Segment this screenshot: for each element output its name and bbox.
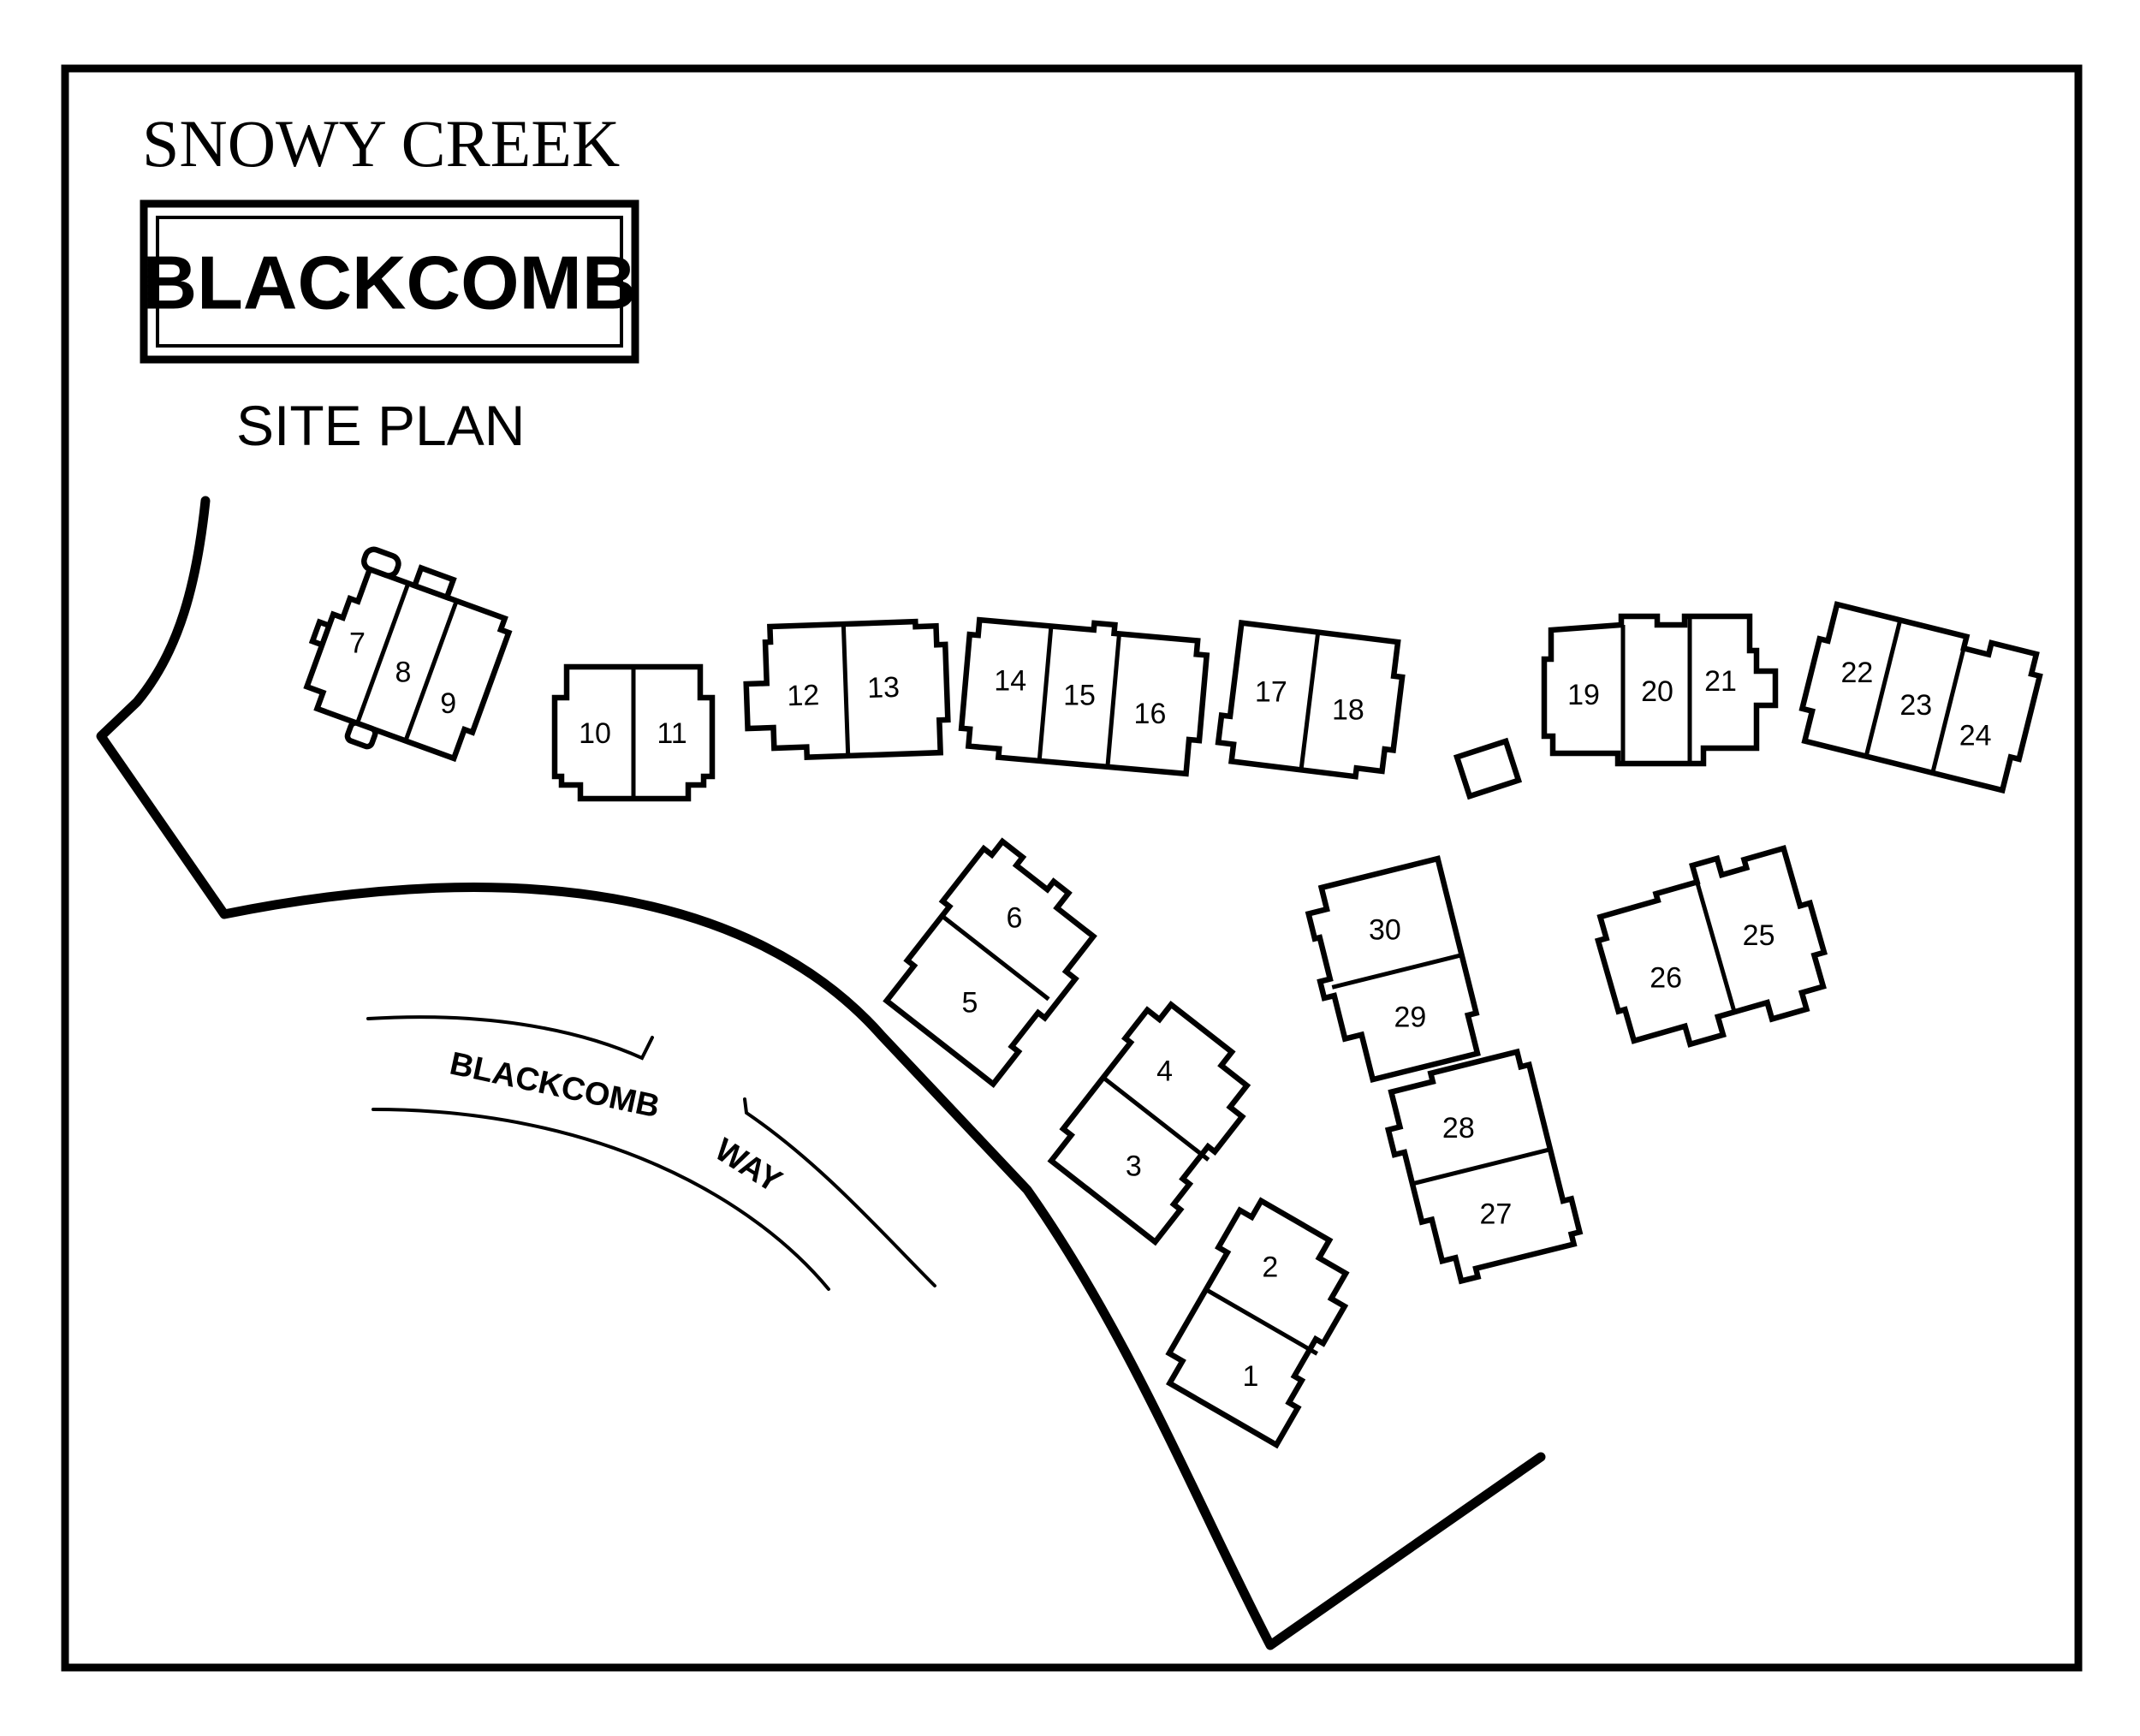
title-site-plan: SITE PLAN bbox=[236, 394, 525, 457]
unit-13: 13 bbox=[866, 671, 900, 705]
unit-5: 5 bbox=[961, 986, 978, 1019]
street-line-bottom bbox=[372, 1108, 830, 1291]
unit-26: 26 bbox=[1650, 962, 1682, 995]
unit-6: 6 bbox=[1006, 901, 1022, 934]
unit-30: 30 bbox=[1369, 913, 1401, 946]
unit-3: 3 bbox=[1126, 1150, 1142, 1183]
building-19-20-21: 19 20 21 bbox=[1541, 613, 1779, 767]
unit-24: 24 bbox=[1959, 720, 1992, 752]
unit-25: 25 bbox=[1743, 919, 1775, 952]
road-edge bbox=[96, 496, 1546, 1650]
unit-17: 17 bbox=[1255, 675, 1287, 708]
small-structure bbox=[1453, 737, 1523, 800]
building-6-5: 6 5 bbox=[883, 837, 1097, 1088]
title-snowy-creek: SNOWY CREEK bbox=[142, 106, 620, 181]
map-border bbox=[61, 64, 2083, 1672]
unit-15: 15 bbox=[1063, 680, 1096, 712]
unit-4: 4 bbox=[1156, 1055, 1173, 1087]
badge-blackcomb: BLACKCOMB bbox=[143, 241, 637, 325]
unit-22: 22 bbox=[1840, 657, 1873, 689]
building-2-1: 2 1 bbox=[1165, 1197, 1350, 1449]
building-4-3: 4 3 bbox=[1047, 1001, 1251, 1246]
unit-29: 29 bbox=[1394, 1001, 1427, 1033]
unit-28: 28 bbox=[1442, 1112, 1475, 1144]
street-line-right bbox=[743, 1097, 936, 1287]
unit-18: 18 bbox=[1332, 694, 1364, 727]
unit-20: 20 bbox=[1641, 675, 1673, 708]
unit-27: 27 bbox=[1480, 1198, 1513, 1230]
unit-21: 21 bbox=[1704, 665, 1737, 698]
building-12-13: 12 13 bbox=[743, 618, 951, 760]
unit-23: 23 bbox=[1899, 689, 1932, 722]
building-14-15-16: 14 15 16 bbox=[958, 616, 1210, 777]
unit-11: 11 bbox=[657, 717, 687, 750]
unit-2: 2 bbox=[1262, 1251, 1278, 1284]
unit-1: 1 bbox=[1243, 1360, 1259, 1393]
unit-16: 16 bbox=[1134, 698, 1167, 730]
unit-9: 9 bbox=[440, 687, 456, 720]
street-label-blackcomb: BLACKCOMB bbox=[447, 1046, 663, 1126]
blackcomb-badge: BLACKCOMB bbox=[140, 199, 639, 364]
building-26-25: 26 25 bbox=[1594, 844, 1828, 1048]
street-line-top bbox=[366, 1015, 654, 1061]
building-30-29: 30 29 bbox=[1305, 855, 1481, 1084]
building-28-27: 28 27 bbox=[1384, 1048, 1584, 1285]
unit-14: 14 bbox=[994, 665, 1026, 698]
unit-10: 10 bbox=[579, 717, 611, 750]
building-10-11: 10 11 bbox=[551, 663, 716, 802]
unit-8: 8 bbox=[395, 657, 411, 689]
building-22-23-24: 22 23 24 bbox=[1798, 601, 2043, 794]
unit-7: 7 bbox=[349, 627, 366, 659]
unit-19: 19 bbox=[1567, 679, 1600, 711]
building-7-8-9: 7 8 9 bbox=[303, 546, 513, 763]
building-17-18: 17 18 bbox=[1215, 620, 1406, 780]
street-label-way: WAY bbox=[709, 1132, 788, 1200]
unit-12: 12 bbox=[787, 679, 820, 712]
